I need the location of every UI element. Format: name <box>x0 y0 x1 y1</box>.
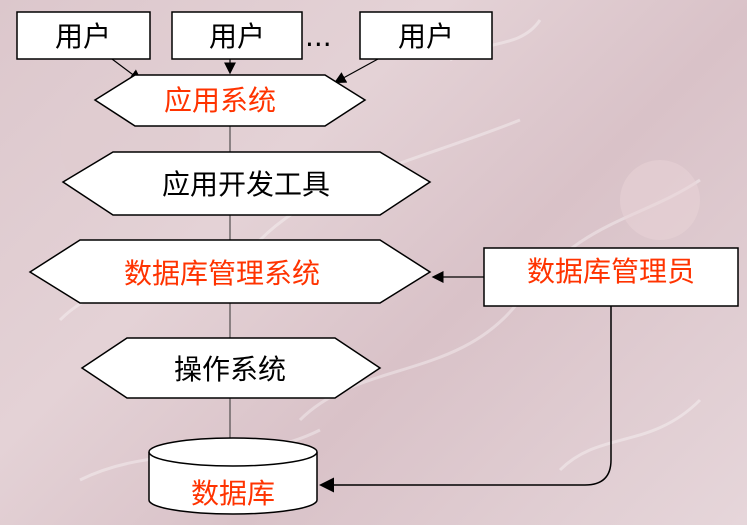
user-label: 用户 <box>398 20 454 53</box>
layer-dbms: 数据库管理系统 <box>28 239 432 304</box>
dba-label: 数据库管理员 <box>527 255 695 288</box>
database-label: 数据库 <box>191 477 275 510</box>
layer-app-system: 应用系统 <box>93 74 367 127</box>
user-label: 用户 <box>209 20 265 53</box>
dba-box: 数据库管理员 <box>483 247 739 307</box>
layer-label: 操作系统 <box>174 353 286 386</box>
layer-label: 应用系统 <box>164 84 276 117</box>
user-box-3: 用户 <box>359 11 493 60</box>
dba-to-database-arrow <box>319 306 612 493</box>
user-box-1: 用户 <box>16 11 151 60</box>
layer-dev-tools: 应用开发工具 <box>61 151 432 216</box>
ellipsis-text: ... <box>305 20 332 53</box>
layer-label: 应用开发工具 <box>162 168 330 201</box>
user-arrow <box>333 58 379 84</box>
layer-os: 操作系统 <box>80 337 382 399</box>
database-cylinder: 数据库 <box>148 437 318 515</box>
user-box-2: 用户 <box>171 11 303 60</box>
user-label: 用户 <box>55 20 111 53</box>
layer-label: 数据库管理系统 <box>124 257 320 290</box>
